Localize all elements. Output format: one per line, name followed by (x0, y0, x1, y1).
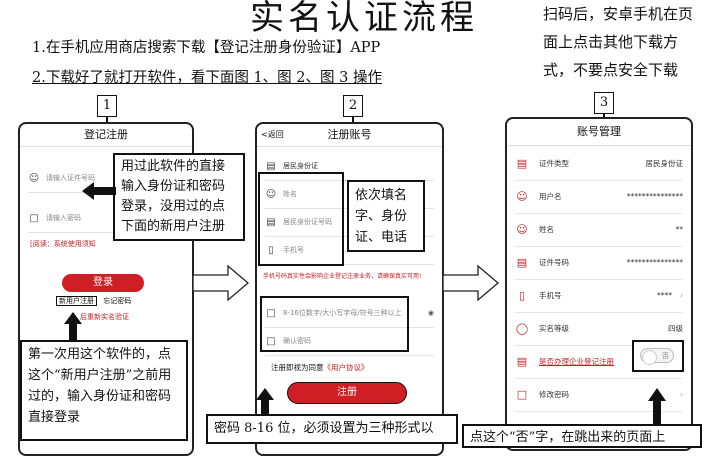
account-row-change-password[interactable]: □ 修改密码 › (515, 378, 683, 412)
lock-icon: □ (266, 335, 276, 347)
name-id-phone-highlight (258, 172, 344, 266)
toggle-value: 否 (662, 352, 669, 360)
connector (106, 117, 108, 123)
login-button[interactable]: 登录 (62, 274, 144, 292)
figure-number-3: 3 (594, 92, 614, 114)
phone2-title: 注册账号 (327, 128, 372, 141)
shield-icon: ◯ (515, 322, 529, 335)
phone2-header: <返回 注册账号 (257, 124, 442, 147)
forgot-password-link[interactable]: 忘记密码 (103, 297, 132, 305)
figure-number-2: 2 (343, 95, 363, 117)
lock-icon: □ (266, 307, 276, 319)
id-input-placeholder: 请输入证件号码 (46, 174, 95, 182)
toggle-highlight: 否 (632, 340, 684, 372)
user-agreement-link[interactable]: 《用户协议》 (323, 363, 369, 372)
row-label: 手机号 (539, 291, 562, 300)
confirm-password-placeholder: 确认密码 (283, 337, 311, 345)
toggle-knob (642, 350, 657, 365)
account-row-id-number: ▤ 证件号码 *************** (515, 246, 683, 280)
chevron-right-icon: › (680, 390, 683, 399)
user-icon: ☺ (516, 190, 528, 203)
phone-placeholder: 手机号 (283, 246, 304, 254)
confirm-password-row[interactable]: □ 确认密码 (265, 327, 434, 356)
phone2-callout: 依次填名字、身份证、电话 (347, 180, 425, 252)
page-title: 实名认证流程 (250, 0, 478, 38)
row-label: 姓名 (539, 225, 554, 234)
row-value: 居民身份证 (645, 159, 684, 168)
row-label: 证件号码 (539, 258, 569, 267)
row-label: 修改密码 (539, 390, 569, 399)
right-arrow-icon (442, 264, 500, 302)
id-type-value: 居民身份证 (283, 162, 318, 170)
step-2-text: 2.下载好了就打开软件，看下面图 1、图 2、图 3 操作 (32, 70, 382, 86)
row-label: 用户名 (539, 192, 562, 201)
account-row-verification-level: ◯ 实名等级 四级 (515, 312, 683, 346)
card-icon: ▤ (266, 160, 276, 172)
phone-icon: ▯ (518, 289, 526, 302)
account-row-phone[interactable]: ▯ 手机号 **** › (515, 279, 683, 313)
row-value: *************** (626, 258, 683, 267)
new-user-register-link[interactable]: 新用户注册 (56, 296, 97, 306)
row-value: ** (675, 225, 684, 234)
phone-warning: 手机号码真实性会影响企业登记注册业务，请确保真实可用! (263, 273, 422, 280)
top-note: 扫码后，安卓手机在页面上点击其他下载方式，不要点安全下载 (543, 5, 694, 79)
user-icon: ☺ (28, 172, 40, 184)
password-hint: 8-16位数字/大小写字母/符号三种以上 (283, 309, 402, 317)
row-value: 四级 (668, 324, 683, 333)
card-icon: ▤ (516, 157, 528, 170)
connector (603, 114, 605, 119)
notice-link[interactable]: [阅读：系统使用须知 (30, 240, 96, 248)
document-icon: ▤ (516, 355, 528, 368)
user-icon: ☺ (516, 223, 528, 236)
row-label: 证件类型 (539, 159, 569, 168)
id-card-icon: ▤ (516, 256, 528, 269)
up-arrow-icon (256, 388, 274, 416)
lock-icon: □ (516, 388, 528, 401)
user-icon: ☺ (265, 188, 277, 200)
connector (352, 117, 354, 123)
lock-icon: □ (29, 212, 39, 224)
up-arrow-icon (64, 312, 82, 342)
back-button[interactable]: <返回 (261, 130, 284, 139)
row-value: **** (657, 291, 672, 300)
row-label: 是否办理企业登记注册 (539, 357, 614, 366)
id-card-icon: ▤ (266, 216, 276, 228)
account-row-name: ☺ 姓名 ** (515, 213, 683, 247)
account-row-username: ☺ 用户名 *************** (515, 180, 683, 214)
bottom-right-callout: 点这个“否”字，在跳出来的页面上 (462, 424, 702, 448)
phone-screen-2: <返回 注册账号 ▤ 居民身份证 ☺ 姓名 ▤ 居民身份证号码 ▯ 手机号 手机… (255, 122, 444, 456)
phone3-header: 账号管理 (507, 119, 691, 146)
phone1-callout: 用过此软件的直接输入身份证和密码登录，没用过的点下面的新用户注册 (113, 153, 245, 241)
password-row[interactable]: □ 8-16位数字/大小写字母/符号三种以上 ◉ (265, 299, 434, 328)
register-button[interactable]: 注册 (287, 382, 407, 404)
phone-row[interactable]: ▯ 手机号 (265, 236, 434, 265)
row-label: 实名等级 (539, 324, 569, 333)
right-arrow-icon (192, 264, 250, 302)
account-row-enterprise-registration: ▤ 是否办理企业登记注册 (515, 345, 683, 379)
bottom-mid-callout: 密码 8-16 位，必须设置为三种形式以 (206, 414, 458, 444)
step-1-text: 1.在手机应用商店搜索下载【登记注册身份验证】APP (32, 40, 381, 56)
password-input-row[interactable]: □ 请输入密码 (28, 204, 184, 233)
enterprise-registration-toggle[interactable]: 否 (640, 348, 674, 365)
reverify-link[interactable]: 后重新实名验证 (80, 313, 129, 321)
left-arrow-icon (82, 182, 116, 200)
phone-icon: ▯ (268, 244, 274, 256)
account-row-id-type: ▤ 证件类型 居民身份证 (515, 147, 683, 181)
password-highlight (260, 296, 409, 352)
id-number-placeholder: 居民身份证号码 (283, 218, 332, 226)
eye-icon[interactable]: ◉ (427, 309, 434, 317)
agree-text: 注册即视为同意 (271, 363, 324, 372)
bottom-left-callout: 第一次用这个软件的，点这个“新用户注册”之前用过的，输入身份证和密码直接登录 (20, 340, 188, 441)
chevron-right-icon: › (680, 291, 683, 300)
name-placeholder: 姓名 (283, 190, 297, 198)
phone1-header: 登记注册 (20, 124, 192, 147)
row-value: *************** (626, 192, 683, 201)
password-input-placeholder: 请输入密码 (46, 214, 81, 222)
up-arrow-icon (648, 388, 666, 432)
figure-number-1: 1 (97, 95, 117, 117)
